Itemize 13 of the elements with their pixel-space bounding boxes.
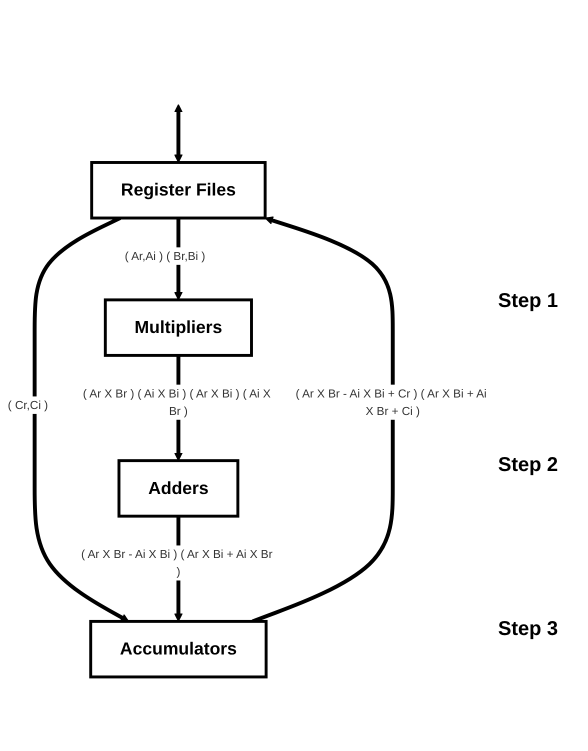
node-box: Register Files — [90, 160, 267, 220]
arrow — [174, 104, 183, 162]
edge-label: ( Ar X Br - Ai X Bi ) ( Ar X Bi + Ai X Br ) — [81, 546, 272, 578]
step-label: Step 1 — [498, 290, 560, 314]
step-label: Step 2 — [498, 454, 560, 477]
step-label: Step 3 — [498, 618, 560, 641]
edge-label: ( Cr,Ci ) — [8, 398, 48, 412]
edge-label: ( Ar X Br ) ( Ai X Bi ) ( Ar X Bi ) ( Ai X Br ) — [82, 386, 271, 418]
edge-label: ( Ar,Ai ) ( Br,Bi ) — [124, 248, 206, 262]
node-box: Adders — [118, 458, 240, 518]
node-box: Accumulators — [89, 620, 268, 678]
edge-label: ( Ar X Br - Ai X Bi + Cr ) ( Ar X Bi + Ai X Br + Ci ) — [296, 386, 487, 418]
node-box: Multipliers — [104, 298, 253, 356]
